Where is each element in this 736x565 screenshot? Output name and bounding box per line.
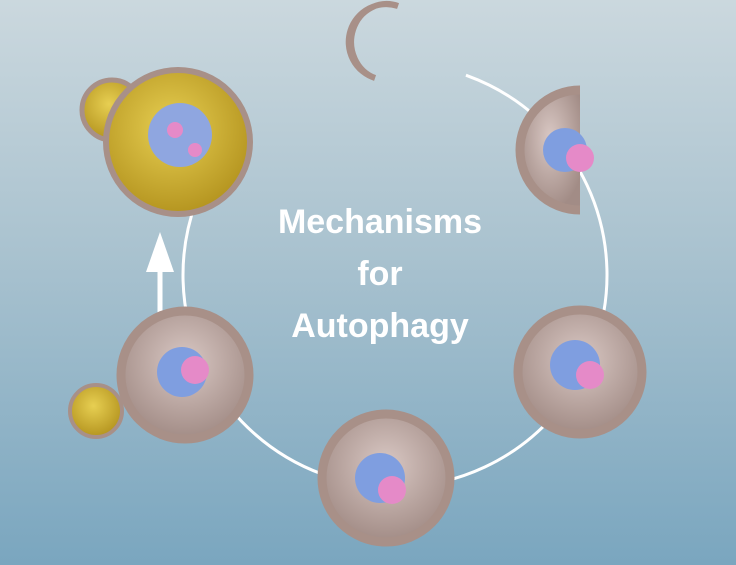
expanding-phagophore	[515, 85, 594, 215]
closing-autophagosome	[513, 305, 647, 439]
title-line-1: Mechanisms	[277, 203, 483, 241]
vacuole	[79, 67, 253, 217]
autophagosome	[317, 409, 455, 547]
title-line-2: for	[357, 255, 403, 293]
phagophore	[345, 1, 400, 81]
title-line-3: Autophagy	[291, 307, 469, 345]
diagram-title: Mechanisms for Autophagy	[230, 196, 530, 352]
autophagosome-lysosome-fusion	[68, 306, 254, 444]
return-arrow	[146, 232, 174, 315]
lysosome	[68, 383, 124, 439]
